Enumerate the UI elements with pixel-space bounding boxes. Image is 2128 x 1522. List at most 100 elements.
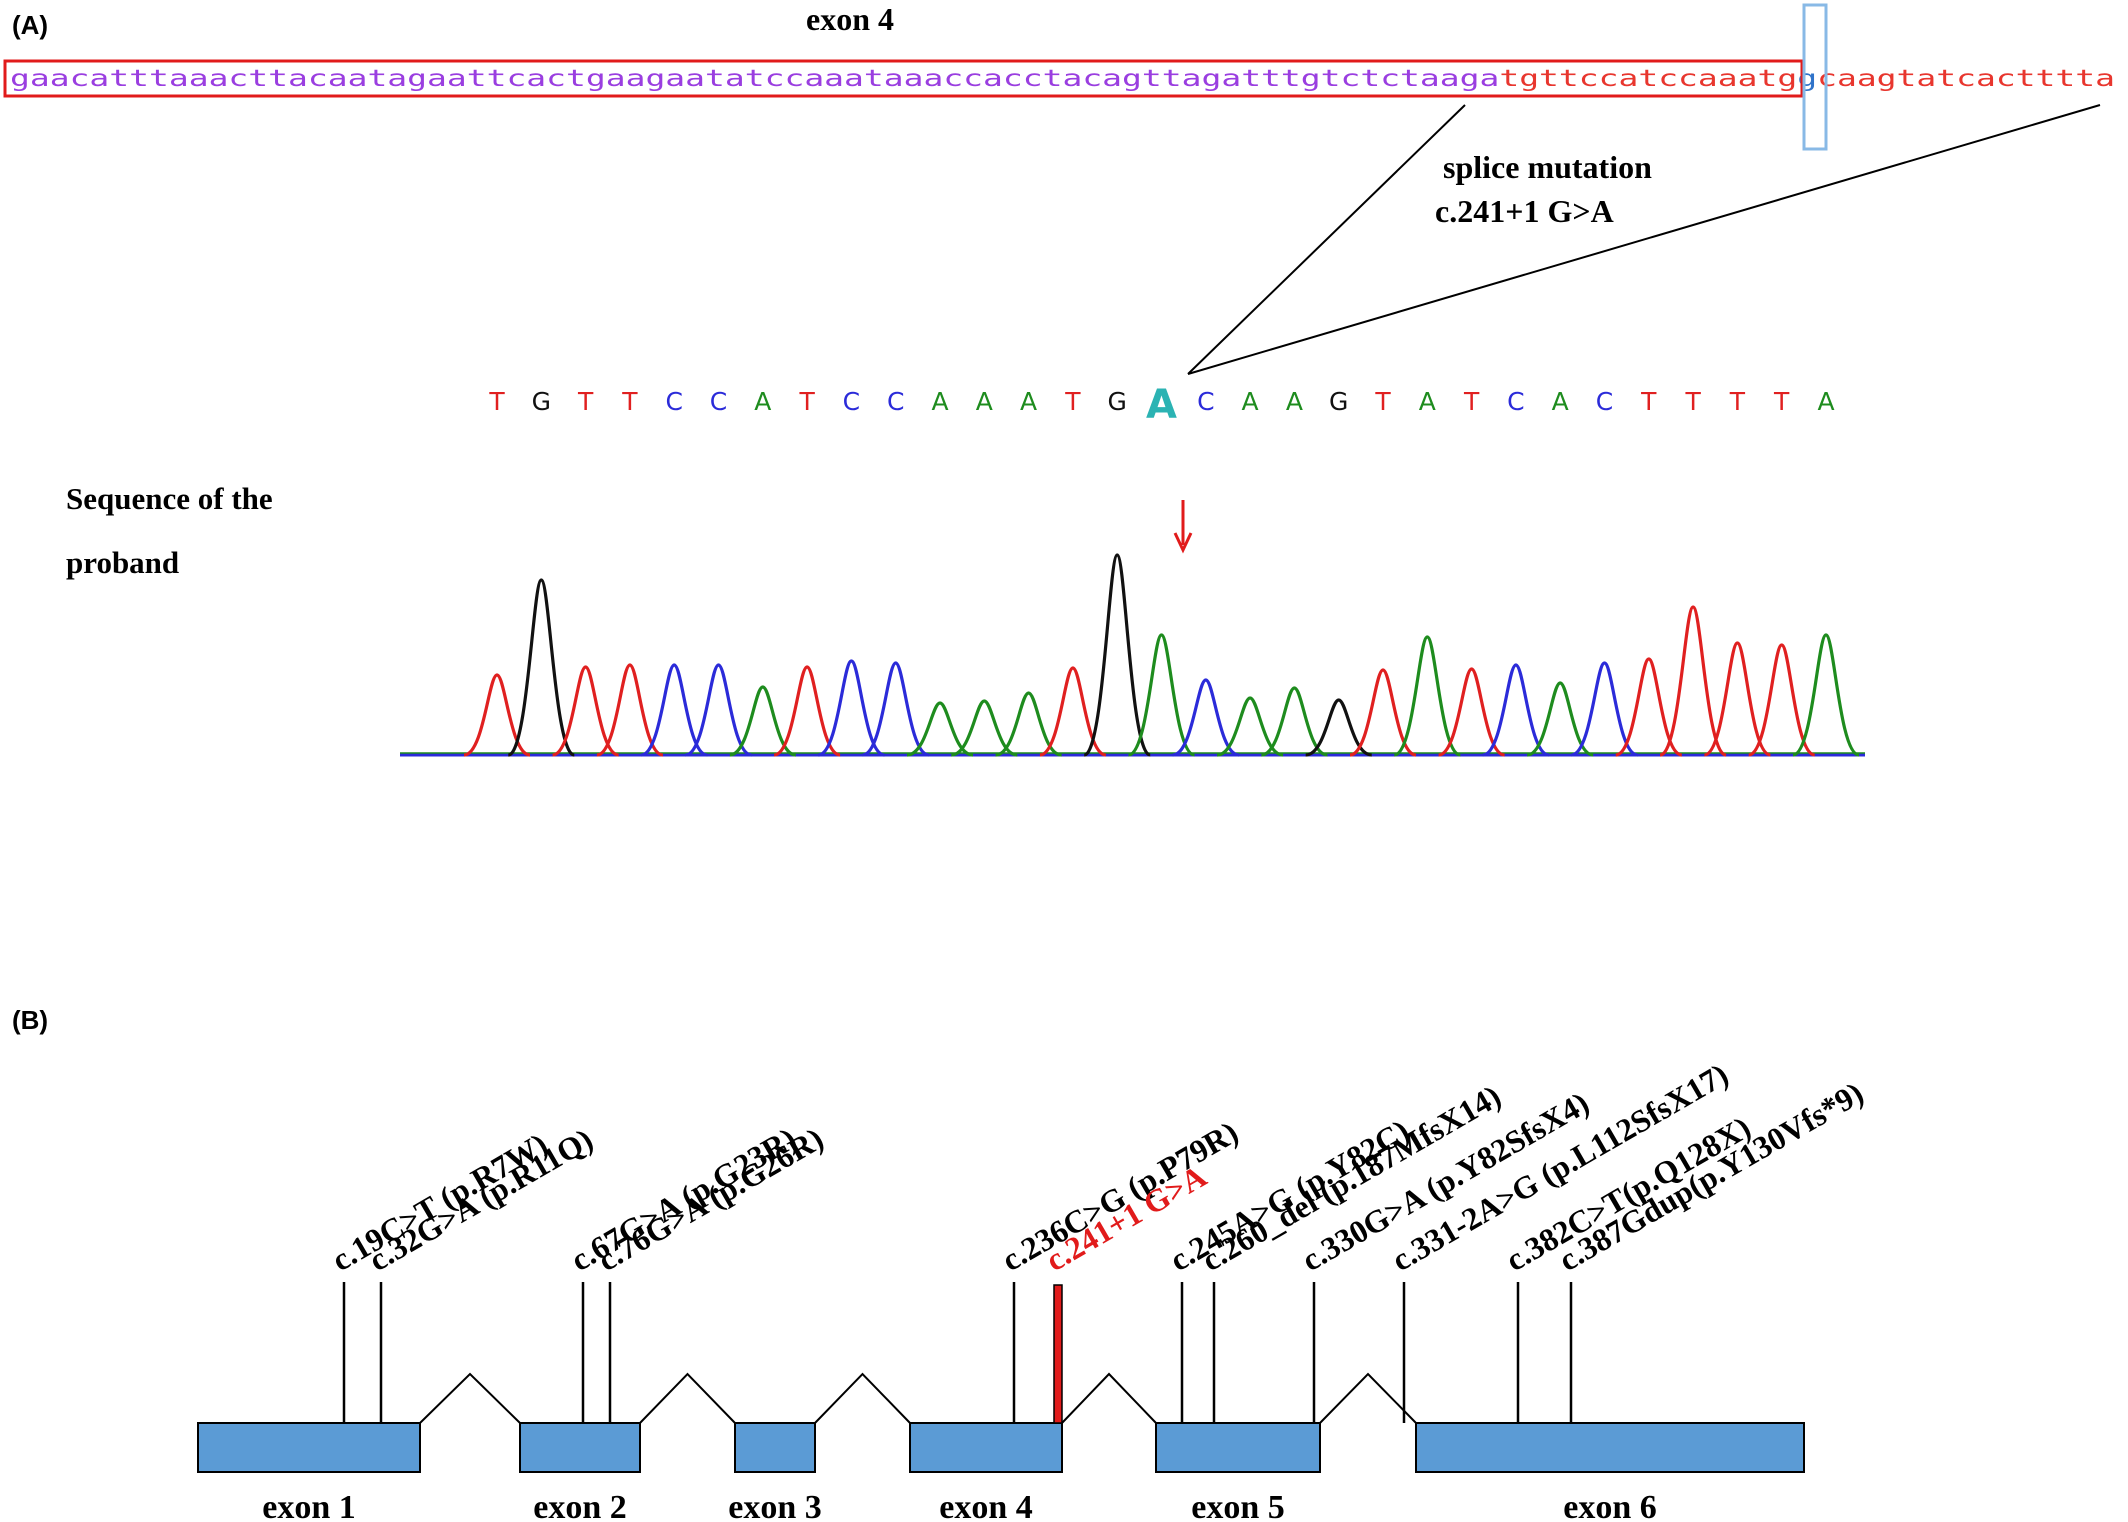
chromatogram-peak [1659, 605, 1727, 757]
base-call: T [488, 387, 505, 416]
chromatogram-peak [1526, 681, 1594, 757]
exon-box [1415, 1422, 1805, 1473]
exon-sequence-purple: gaacatttaaacttacaatagaattcactgaagaatatcc… [10, 66, 1499, 92]
mutation-arrow [1173, 500, 1193, 554]
base-call: T [1640, 387, 1657, 416]
base-call: A [1020, 387, 1037, 416]
base-call: T [1374, 387, 1391, 416]
highlighted-mutation-mark [1053, 1284, 1063, 1424]
base-call: T [1773, 387, 1790, 416]
base-call: A [976, 387, 993, 416]
chromatogram-peak [950, 699, 1018, 757]
genomic-sequence: gaacatttaaacttacaatagaattcactgaagaatatcc… [10, 66, 2115, 92]
intron-line [639, 1372, 736, 1424]
mutated-base-call: A [1146, 382, 1177, 428]
intron-line [814, 1372, 911, 1424]
base-call: A [1286, 387, 1303, 416]
chromatogram-peak [1260, 686, 1328, 757]
chromatogram-peak [1393, 635, 1461, 757]
base-call: C [887, 387, 904, 416]
chromatogram-peak [862, 661, 930, 757]
exon-4-title: exon 4 [806, 1, 894, 37]
base-call: T [577, 387, 594, 416]
chromatogram-peak [1349, 668, 1417, 757]
zoom-line-right [1187, 104, 2101, 375]
intron-line [1061, 1372, 1157, 1424]
chromatogram-peak [1570, 661, 1639, 757]
mutation-label: c.387Gdup(p.Y130Vfs*9) [1553, 1074, 1870, 1278]
mutation-label: c.32G>A (p.R11Q) [363, 1121, 599, 1278]
base-call: C [1507, 387, 1524, 416]
base-call: T [1684, 387, 1701, 416]
base-call: A [1419, 387, 1436, 416]
exon-box [197, 1422, 421, 1473]
base-call: T [1463, 387, 1480, 416]
chromatogram-peak [773, 665, 841, 757]
panel-a-label: (A) [12, 10, 48, 40]
exon-label: exon 2 [533, 1489, 627, 1522]
chromatogram-peak [507, 578, 576, 757]
chromatogram-peak [995, 691, 1063, 757]
chromatogram-peak [1039, 666, 1107, 757]
chromatogram [400, 553, 1865, 757]
mutation-label: c.76G>A (p.G26R) [592, 1120, 830, 1278]
chromatogram-peak [729, 685, 797, 757]
chromatogram-peak [1438, 667, 1506, 757]
intron-sequence: caagtatcactttta [1817, 66, 2115, 92]
chromatogram-peak [1083, 553, 1152, 757]
base-call: A [754, 387, 771, 416]
base-call: G [532, 387, 551, 416]
exon-sequence-red: tgttccatccaaatg [1499, 66, 1797, 92]
chromatogram-peak [684, 663, 753, 757]
base-call: T [798, 387, 815, 416]
chromatogram-peak [1127, 633, 1196, 757]
chromatogram-peak [906, 701, 974, 757]
panel-b-label: (B) [12, 1005, 48, 1035]
chromatogram-peak [596, 663, 664, 757]
chromatogram-peak [640, 663, 708, 757]
mutation-marks: c.19C>T (p.R7W)c.32G>A (p.R11Q)c.67G>A (… [326, 1056, 1870, 1424]
exon-box [519, 1422, 641, 1473]
exon-label: exon 1 [262, 1489, 356, 1522]
intron-line [1319, 1372, 1417, 1424]
chromatogram-peak [817, 659, 885, 757]
exon-label: exon 3 [728, 1489, 822, 1522]
chromatogram-peak [1792, 633, 1860, 757]
exon-highlight-box [3, 59, 1804, 98]
mutated-base-genomic: g [1797, 66, 1817, 92]
base-call: T [621, 387, 638, 416]
base-call: G [1329, 387, 1348, 416]
base-call: C [843, 387, 860, 416]
base-call: C [710, 387, 727, 416]
chromatogram-peak [1615, 657, 1683, 757]
base-call: C [1197, 387, 1214, 416]
base-call: C [665, 387, 682, 416]
exon-box [734, 1422, 816, 1473]
chromatogram-peak [463, 673, 531, 757]
base-call: T [1064, 387, 1081, 416]
chromatogram-peak [1748, 643, 1816, 757]
base-call: T [1729, 387, 1746, 416]
chromatogram-peak [552, 665, 620, 757]
intron-line [419, 1372, 521, 1424]
base-call: C [1596, 387, 1613, 416]
mutation-name-label: c.241+1 G>A [1435, 193, 1614, 229]
base-call: A [1552, 387, 1569, 416]
zoom-line-left [1187, 104, 1466, 375]
base-call: A [931, 387, 948, 416]
base-call: A [1242, 387, 1259, 416]
exon-box [909, 1422, 1063, 1473]
base-call: A [1817, 387, 1834, 416]
chromatogram-peak [1172, 678, 1240, 757]
exon-label: exon 4 [939, 1489, 1033, 1522]
proband-label-first: Sequence of the [66, 481, 273, 516]
chromatogram-peak [1703, 641, 1772, 757]
exon-box [1155, 1422, 1321, 1473]
base-call: G [1108, 387, 1127, 416]
chromatogram-peak [1216, 696, 1284, 757]
splice-mutation-label: splice mutation [1443, 149, 1652, 185]
chromatogram-peak [1482, 663, 1550, 757]
